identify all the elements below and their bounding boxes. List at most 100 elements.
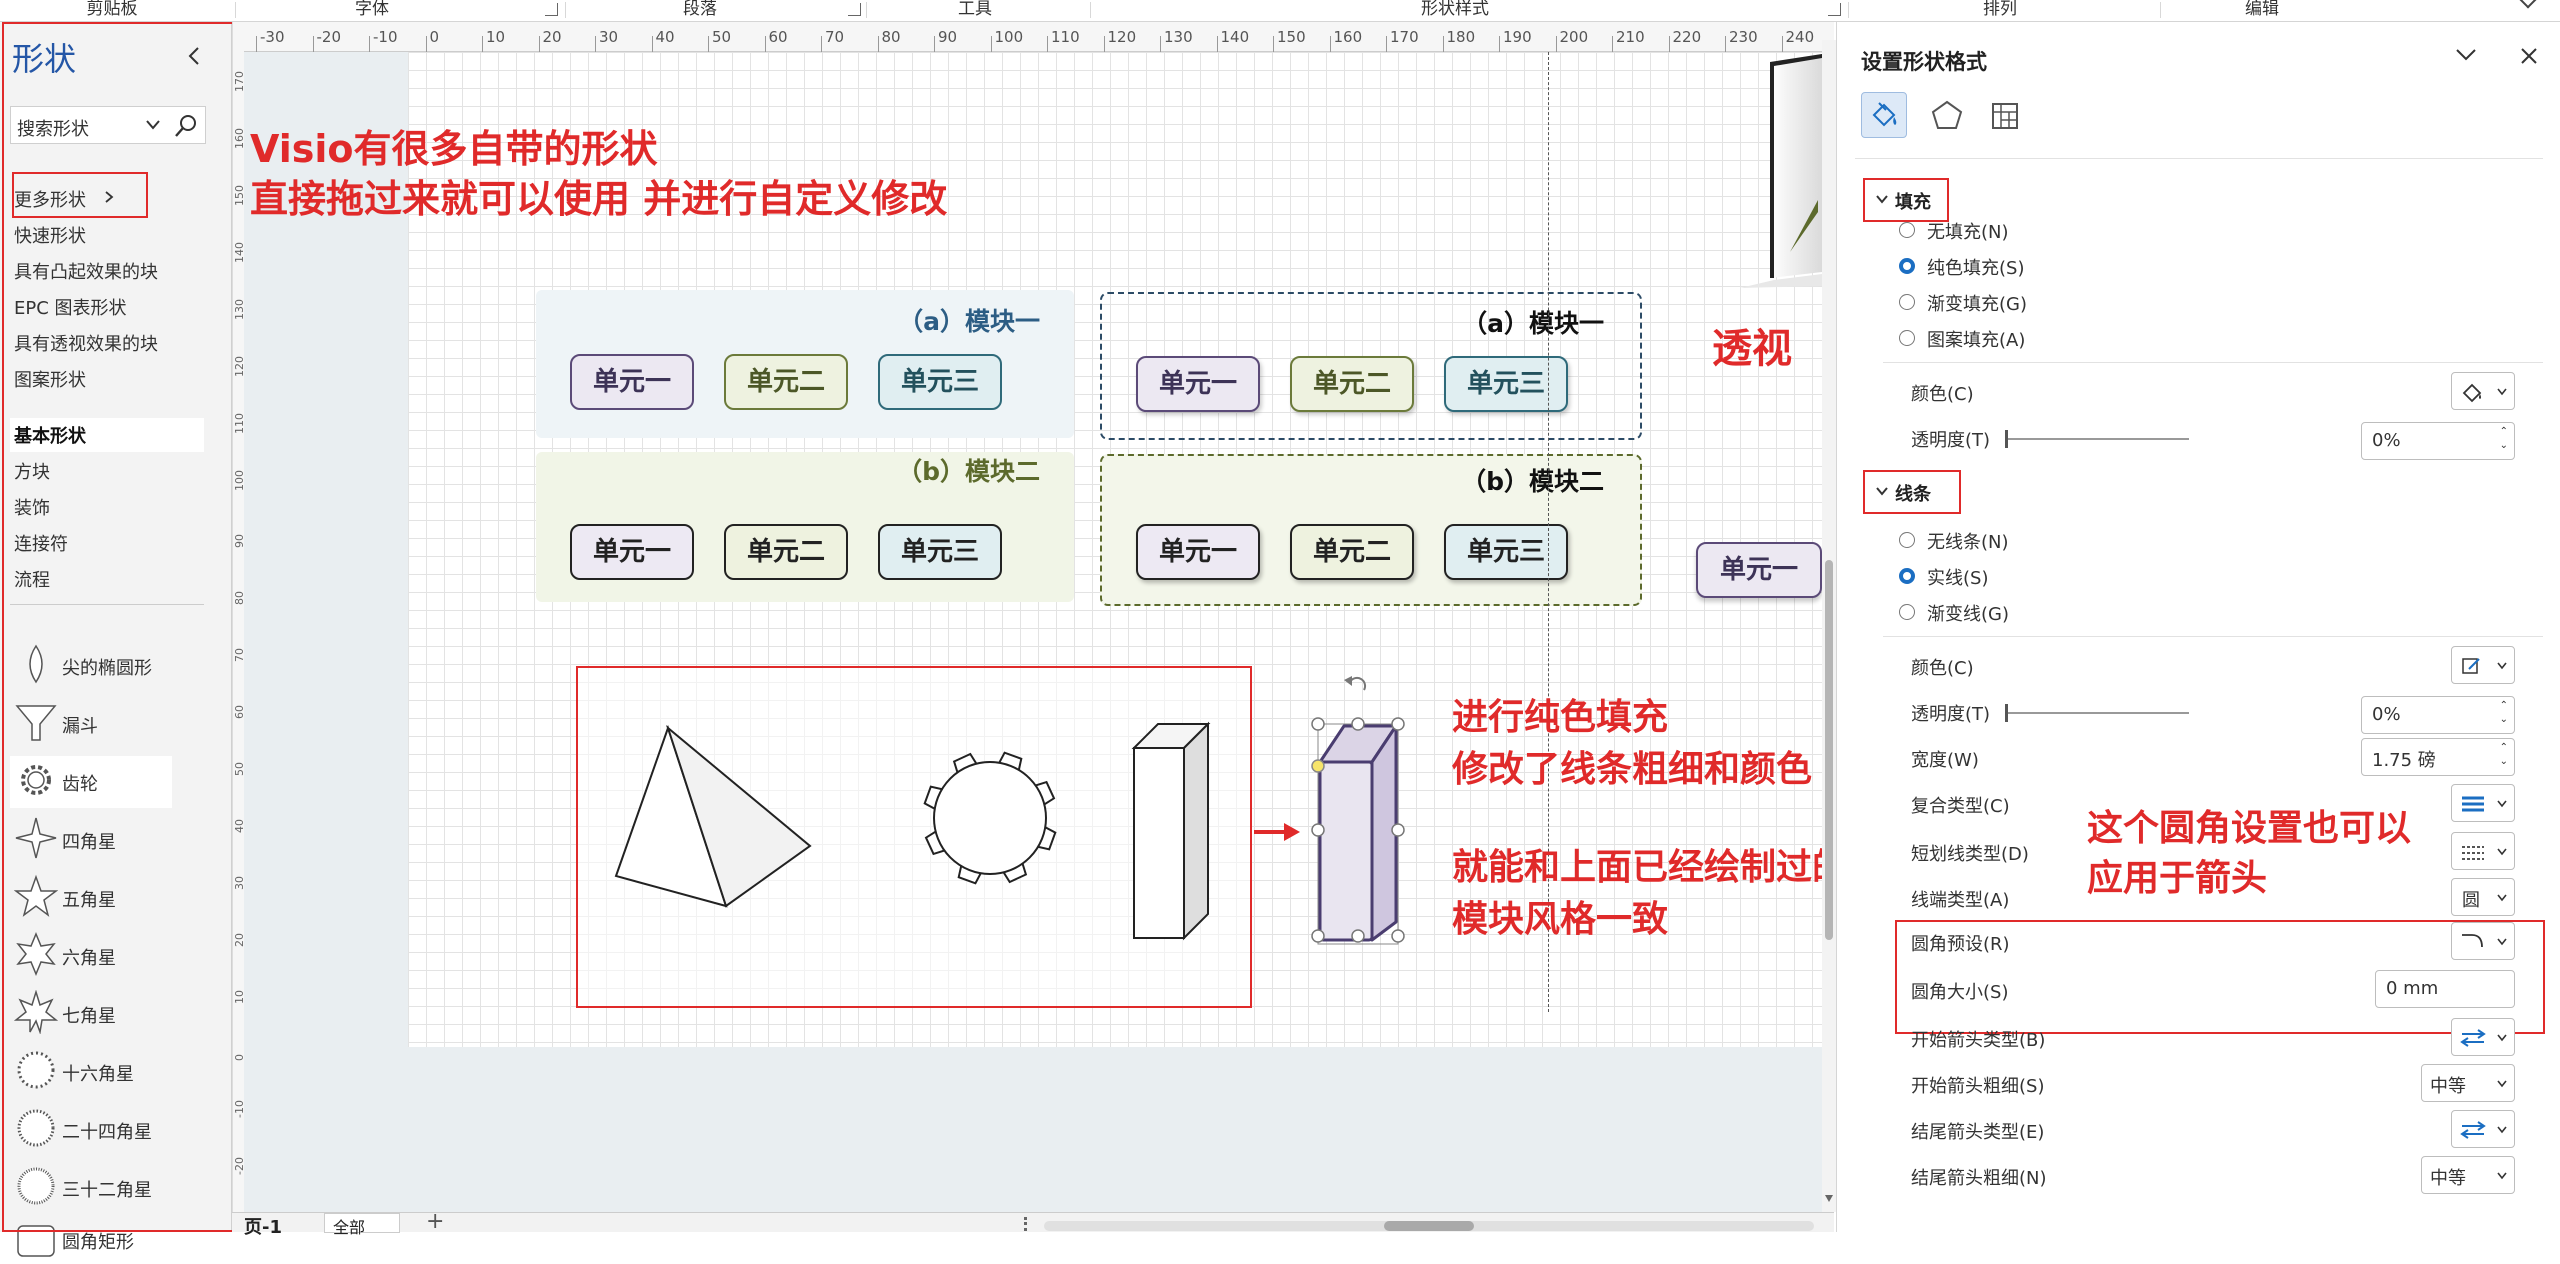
category-perspective-blocks[interactable]: 具有透视效果的块: [14, 334, 158, 355]
corner-size-input[interactable]: 0 mm: [2375, 970, 2515, 1008]
ribbon-group-arrange[interactable]: 排列: [1983, 0, 2017, 19]
unit-2[interactable]: 单元二: [1290, 524, 1414, 580]
scroll-down-icon[interactable]: [1823, 1192, 1835, 1204]
line-section-header[interactable]: 线条: [1895, 484, 1931, 505]
shape-32-point-star[interactable]: 三十二角星: [14, 1162, 204, 1212]
page-tab-1[interactable]: 页-1: [244, 1217, 282, 1238]
fill-transparency-slider[interactable]: [2005, 438, 2189, 440]
gradient-fill-label[interactable]: 渐变填充(G): [1927, 294, 2027, 315]
effects-pentagon-icon[interactable]: [1929, 98, 1965, 134]
radio-solid-fill[interactable]: [1899, 258, 1915, 274]
radio-no-line[interactable]: [1899, 532, 1915, 548]
shape-4-point-star[interactable]: 四角星: [14, 814, 204, 864]
corner-preset-dropdown[interactable]: [2451, 922, 2515, 960]
module-b-left[interactable]: （b）模块二 单元一 单元二 单元三: [536, 452, 1074, 602]
pane-options-chevron-icon[interactable]: [2455, 48, 2477, 62]
ribbon-group-font[interactable]: 字体: [355, 0, 389, 19]
solid-fill-label[interactable]: 纯色填充(S): [1927, 258, 2025, 279]
shape-16-point-star[interactable]: 十六角星: [14, 1046, 204, 1096]
ribbon-collapse-icon[interactable]: [2519, 0, 2537, 9]
splitter-icon[interactable]: [1024, 1217, 1028, 1231]
solid-line-label[interactable]: 实线(S): [1927, 568, 1989, 589]
size-properties-icon[interactable]: [1987, 98, 2023, 134]
category-raised-blocks[interactable]: 具有凸起效果的块: [14, 262, 158, 283]
category-pattern-shapes[interactable]: 图案形状: [14, 370, 86, 391]
unit-1[interactable]: 单元一: [1136, 356, 1260, 412]
paragraph-launcher-icon[interactable]: [848, 3, 861, 16]
scroll-thumb[interactable]: [1825, 560, 1833, 940]
shape-24-point-star[interactable]: 二十四角星: [14, 1104, 204, 1154]
compound-type-dropdown[interactable]: [2451, 784, 2515, 822]
end-arrow-size-dropdown[interactable]: 中等: [2421, 1156, 2515, 1194]
canvas-vertical-scrollbar[interactable]: [1822, 40, 1836, 1212]
close-icon[interactable]: [2519, 46, 2539, 66]
line-width-input[interactable]: 1.75 磅 ⌃⌄: [2361, 738, 2515, 776]
unit-3[interactable]: 单元三: [1444, 356, 1568, 412]
module-a-left[interactable]: （a）模块一 单元一 单元二 单元三: [536, 290, 1074, 438]
perspective-block[interactable]: [1700, 52, 1822, 292]
radio-pattern-fill[interactable]: [1899, 330, 1915, 346]
category-basic-shapes[interactable]: 基本形状: [14, 426, 86, 447]
horizontal-scrollbar[interactable]: [1044, 1221, 1814, 1231]
category-connectors[interactable]: 连接符: [14, 534, 68, 555]
dash-type-dropdown[interactable]: [2451, 832, 2515, 870]
fill-slider-thumb[interactable]: [2005, 430, 2008, 448]
module-a-right[interactable]: （a）模块一 单元一 单元二 单元三: [1100, 292, 1642, 440]
shape-search-input[interactable]: 搜索形状: [10, 106, 206, 144]
line-slider-thumb[interactable]: [2005, 704, 2008, 722]
unit-3[interactable]: 单元三: [1444, 524, 1568, 580]
gradient-line-label[interactable]: 渐变线(G): [1927, 604, 2009, 625]
ribbon-group-paragraph[interactable]: 段落: [683, 0, 717, 19]
more-shapes-button[interactable]: 更多形状: [14, 186, 114, 212]
no-line-label[interactable]: 无线条(N): [1927, 532, 2009, 553]
unit-2[interactable]: 单元二: [724, 354, 848, 410]
radio-gradient-line[interactable]: [1899, 604, 1915, 620]
line-expand-icon[interactable]: [1875, 486, 1889, 496]
no-fill-label[interactable]: 无填充(N): [1927, 222, 2009, 243]
unit-3[interactable]: 单元三: [878, 354, 1002, 410]
h-scroll-thumb[interactable]: [1384, 1221, 1474, 1231]
unit-2[interactable]: 单元二: [724, 524, 848, 580]
line-transparency-slider[interactable]: [2005, 712, 2189, 714]
pattern-fill-label[interactable]: 图案填充(A): [1927, 330, 2026, 351]
font-launcher-icon[interactable]: [545, 3, 558, 16]
fill-color-picker[interactable]: [2451, 372, 2515, 410]
shape-funnel[interactable]: 漏斗: [14, 698, 204, 748]
all-pages-dropdown[interactable]: 全部: [324, 1213, 400, 1237]
cap-type-dropdown[interactable]: 圆: [2451, 878, 2515, 916]
category-flow[interactable]: 流程: [14, 570, 50, 591]
radio-gradient-fill[interactable]: [1899, 294, 1915, 310]
unit-3[interactable]: 单元三: [878, 524, 1002, 580]
shape-gear[interactable]: 齿轮: [14, 756, 204, 806]
module-b-right[interactable]: （b）模块二 单元一 单元二 单元三: [1100, 454, 1642, 606]
ribbon-group-tools[interactable]: 工具: [958, 0, 992, 19]
ribbon-group-clipboard[interactable]: 剪贴板: [86, 0, 138, 19]
fill-expand-icon[interactable]: [1875, 194, 1889, 204]
shape-7-point-star[interactable]: 七角星: [14, 988, 204, 1038]
line-transparency-input[interactable]: 0% ⌃⌄: [2361, 696, 2515, 734]
shape-styles-launcher-icon[interactable]: [1828, 3, 1841, 16]
search-icon[interactable]: [173, 113, 199, 139]
unit-1[interactable]: 单元一: [570, 354, 694, 410]
fill-line-tab[interactable]: [1861, 92, 1907, 138]
shape-5-point-star[interactable]: 五角星: [14, 872, 204, 922]
collapse-panel-icon[interactable]: [186, 46, 202, 66]
begin-arrow-type-dropdown[interactable]: [2451, 1018, 2515, 1056]
unit-1[interactable]: 单元一: [570, 524, 694, 580]
fill-section-header[interactable]: 填充: [1895, 192, 1931, 213]
category-quick-shapes[interactable]: 快速形状: [14, 226, 86, 247]
radio-solid-line[interactable]: [1899, 568, 1915, 584]
begin-arrow-size-dropdown[interactable]: 中等: [2421, 1064, 2515, 1102]
end-arrow-type-dropdown[interactable]: [2451, 1110, 2515, 1148]
unit-2[interactable]: 单元二: [1290, 356, 1414, 412]
category-decorative[interactable]: 装饰: [14, 498, 50, 519]
add-page-button[interactable]: +: [426, 1209, 445, 1234]
unit-1[interactable]: 单元一: [1136, 524, 1260, 580]
shape-pointed-ellipse[interactable]: 尖的椭圆形: [14, 640, 204, 690]
category-blocks[interactable]: 方块: [14, 462, 50, 483]
shape-6-point-star[interactable]: 六角星: [14, 930, 204, 980]
basic-shapes-group[interactable]: [600, 700, 1240, 960]
fill-transparency-input[interactable]: 0% ⌃⌄: [2361, 422, 2515, 460]
ribbon-group-edit[interactable]: 编辑: [2245, 0, 2279, 19]
radio-no-fill[interactable]: [1899, 222, 1915, 238]
